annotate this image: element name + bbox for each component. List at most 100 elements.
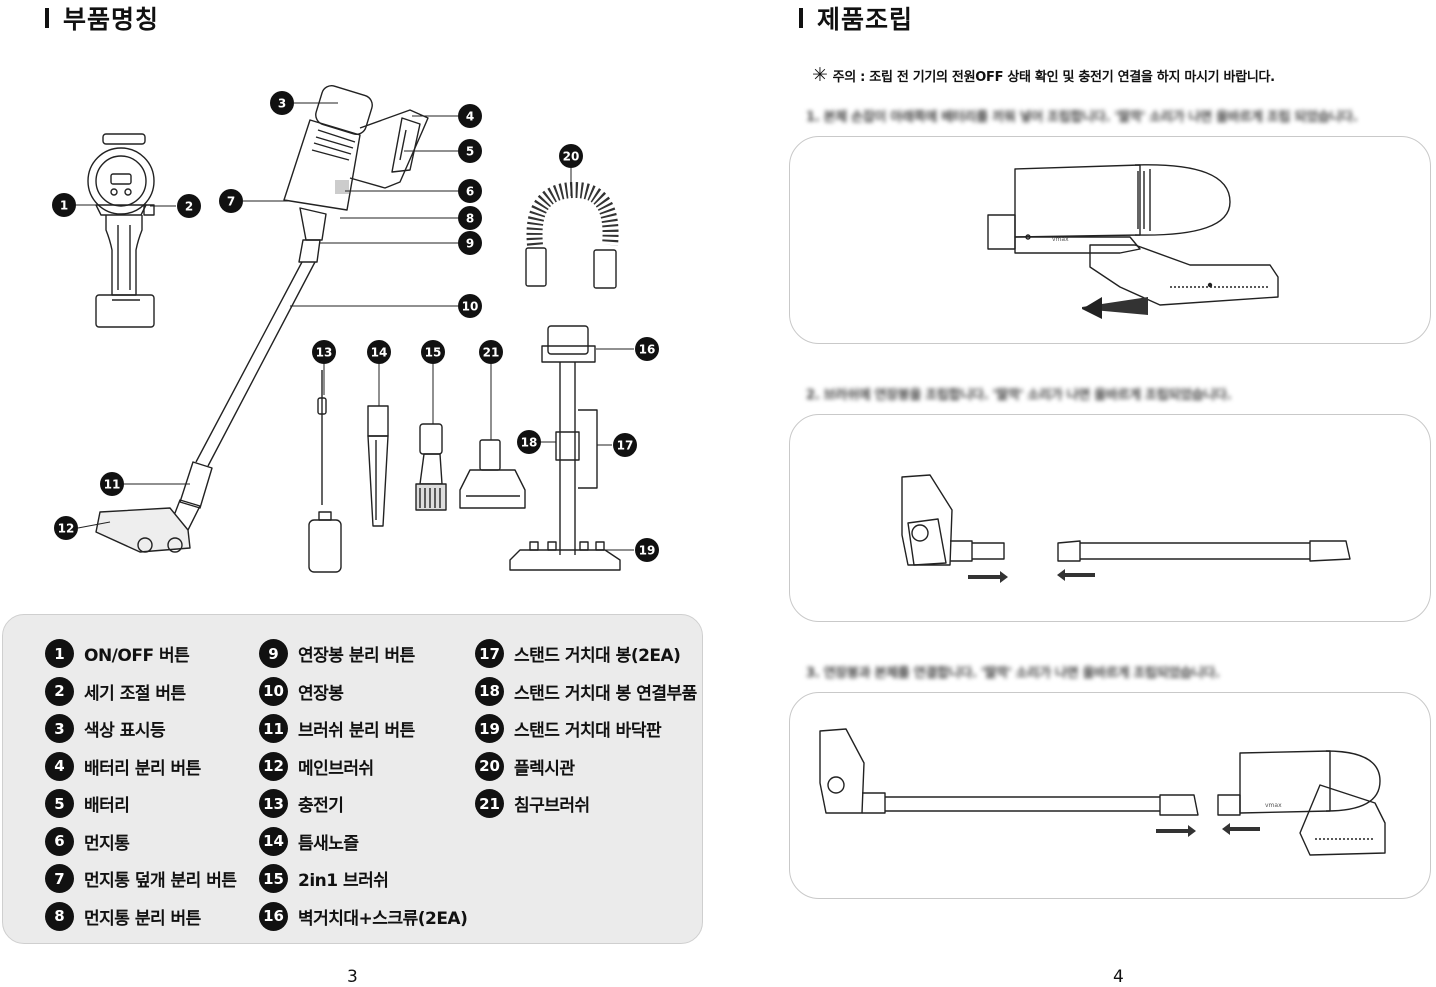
2in1-brush-illustration	[415, 423, 447, 511]
part-number-badge: 6	[45, 826, 74, 856]
bed-brush-illustration	[459, 439, 526, 509]
callout-number: 3	[278, 97, 286, 111]
step-2-illustration	[901, 474, 1351, 583]
callout-number: 16	[639, 343, 656, 357]
handheld-unit-illustration	[87, 133, 155, 328]
flexible-hose-illustration	[525, 182, 619, 289]
step-3-text: 3. 연장봉과 본체를 연결합니다. '딸깍' 소리가 나면 올바르게 조립되었…	[806, 666, 1220, 681]
callout-badge: 5	[458, 139, 482, 163]
part-number-badge: 5	[45, 789, 74, 819]
callout-number: 4	[466, 110, 474, 124]
part-label: 충전기	[298, 796, 344, 817]
part-item: 5 배터리	[45, 785, 237, 823]
crevice-nozzle-illustration	[367, 405, 389, 527]
part-number-badge: 9	[259, 639, 288, 669]
step-3-illustration: vmax	[819, 728, 1386, 856]
page-number-left: 3	[347, 967, 358, 987]
part-label: 틈새노즐	[298, 833, 359, 854]
part-number-badge: 3	[45, 714, 74, 744]
page-number-right: 4	[1113, 967, 1124, 987]
charger-illustration	[308, 370, 342, 573]
step-3-box: vmax	[789, 692, 1431, 899]
callout-number: 6	[466, 185, 474, 199]
part-label: 플렉시관	[514, 758, 575, 779]
part-label: ON/OFF 버튼	[84, 646, 190, 667]
caution-note: ✳ 주의 : 조립 전 기기의 전원OFF 상태 확인 및 충전기 연결을 하지…	[812, 64, 1275, 86]
asterisk-icon: ✳	[812, 64, 828, 86]
callout-badge: 9	[458, 231, 482, 255]
part-number-badge: 11	[259, 714, 288, 744]
step-1-illustration: vmax	[987, 164, 1279, 319]
part-item: 20 플렉시관	[475, 748, 697, 786]
callout-badge: 7	[219, 189, 243, 213]
callout-badge: 18	[517, 430, 541, 454]
callout-number: 17	[617, 439, 634, 453]
part-number-badge: 8	[45, 901, 74, 931]
part-number-badge: 4	[45, 751, 74, 781]
callout-number: 18	[521, 436, 538, 450]
callout-badge: 12	[54, 516, 78, 540]
callout-number: 20	[563, 150, 580, 164]
part-label: 배터리 분리 버튼	[84, 758, 201, 779]
part-number-badge: 16	[259, 901, 288, 931]
part-label: 스탠드 거치대 봉 연결부품	[514, 683, 697, 704]
part-label: 침구브러쉬	[514, 796, 590, 817]
part-label: 색상 표시등	[84, 721, 166, 742]
part-item: 8 먼지통 분리 버튼	[45, 898, 237, 936]
callout-badge: 10	[458, 294, 482, 318]
part-item: 4 배터리 분리 버튼	[45, 748, 237, 786]
callout-number: 2	[185, 200, 193, 214]
callout-badge: 3	[270, 91, 294, 115]
part-item: 18 스탠드 거치대 봉 연결부품	[475, 673, 697, 711]
brand-mark: vmax	[1052, 236, 1069, 243]
callout-badge: 15	[421, 340, 445, 364]
part-number-badge: 2	[45, 676, 74, 706]
part-label: 메인브러쉬	[298, 758, 374, 779]
callout-number: 1	[60, 199, 68, 213]
parts-title: 부품명칭	[63, 5, 160, 34]
part-item: 3 색상 표시등	[45, 710, 237, 748]
part-number-badge: 18	[475, 676, 504, 706]
part-label: 먼지통 덮개 분리 버튼	[84, 871, 237, 892]
part-label: 먼지통 분리 버튼	[84, 908, 201, 929]
callout-badge: 19	[635, 538, 659, 562]
callout-number: 11	[104, 478, 121, 492]
part-label: 연장봉 분리 버튼	[298, 646, 415, 667]
leader-lines	[76, 102, 634, 551]
part-label: 브러쉬 분리 버튼	[298, 721, 415, 742]
part-label: 2in1 브러쉬	[298, 871, 389, 892]
step-2-box	[789, 414, 1431, 622]
part-label: 배터리	[84, 796, 130, 817]
part-number-badge: 15	[259, 864, 288, 894]
step-1-text: 1. 본체 손잡이 아래쪽에 배터리를 끼워 넣어 조립합니다. '딸깍' 소리…	[806, 110, 1358, 125]
callout-badge: 16	[635, 337, 659, 361]
stand-illustration	[509, 325, 621, 571]
brand-mark: vmax	[1265, 802, 1282, 809]
callout-number: 7	[227, 195, 235, 209]
callout-badge: 21	[479, 340, 503, 364]
stick-vacuum-illustration	[95, 85, 429, 553]
title-bar	[45, 8, 49, 28]
section-title-assembly: 제품조립	[799, 0, 913, 36]
callout-number: 10	[462, 300, 479, 314]
callout-number: 8	[466, 212, 474, 226]
callout-badge: 8	[458, 206, 482, 230]
callout-number: 13	[316, 346, 333, 360]
part-label: 연장봉	[298, 683, 344, 704]
section-title-parts: 부품명칭	[45, 0, 159, 36]
callout-badge: 1	[52, 193, 76, 217]
part-number-badge: 20	[475, 751, 504, 781]
part-label: 스탠드 거치대 봉(2EA)	[514, 646, 681, 667]
caution-text: 주의 : 조립 전 기기의 전원OFF 상태 확인 및 충전기 연결을 하지 마…	[832, 69, 1275, 85]
